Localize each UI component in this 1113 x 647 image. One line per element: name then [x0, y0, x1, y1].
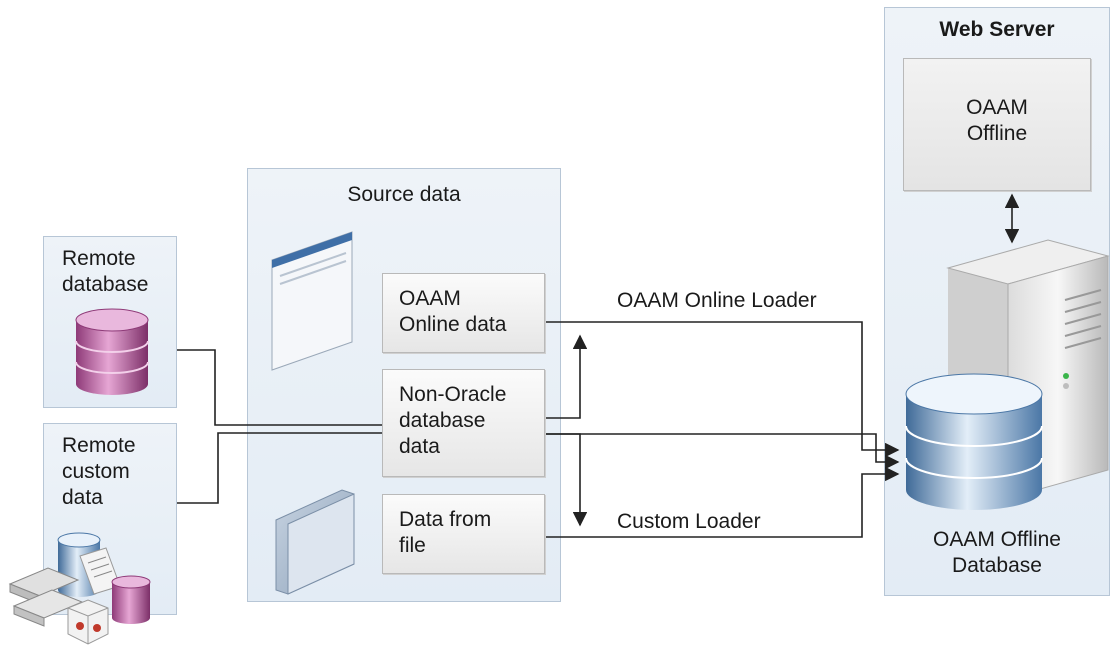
- oaam-online-loader-label: OAAM Online Loader: [617, 289, 817, 312]
- browser-window-icon: [271, 231, 353, 371]
- oaam-offline-database-label: OAAM Offline Database: [933, 528, 1061, 577]
- web-server-title: Web Server: [939, 18, 1055, 41]
- remote-custom-data-label: Remote custom data: [62, 434, 136, 509]
- remote-database-label: Remote database: [62, 247, 149, 296]
- connectors: [177, 193, 1020, 538]
- folder-icon: [275, 489, 355, 595]
- remote-custom-data-icon: [8, 532, 151, 645]
- oaam-offline-box: OAAM Offline: [903, 58, 1091, 191]
- non-oracle-database-data-box: Non-Oracle database data: [382, 369, 545, 477]
- oaam-online-data-box: OAAM Online data: [382, 273, 545, 353]
- offline-database-cylinder-icon: [905, 373, 1043, 510]
- data-from-file-box: Data from file: [382, 494, 545, 574]
- source-data-title: Source data: [347, 183, 461, 206]
- custom-loader-label: Custom Loader: [617, 510, 761, 533]
- remote-database-cylinder-icon: [75, 308, 149, 395]
